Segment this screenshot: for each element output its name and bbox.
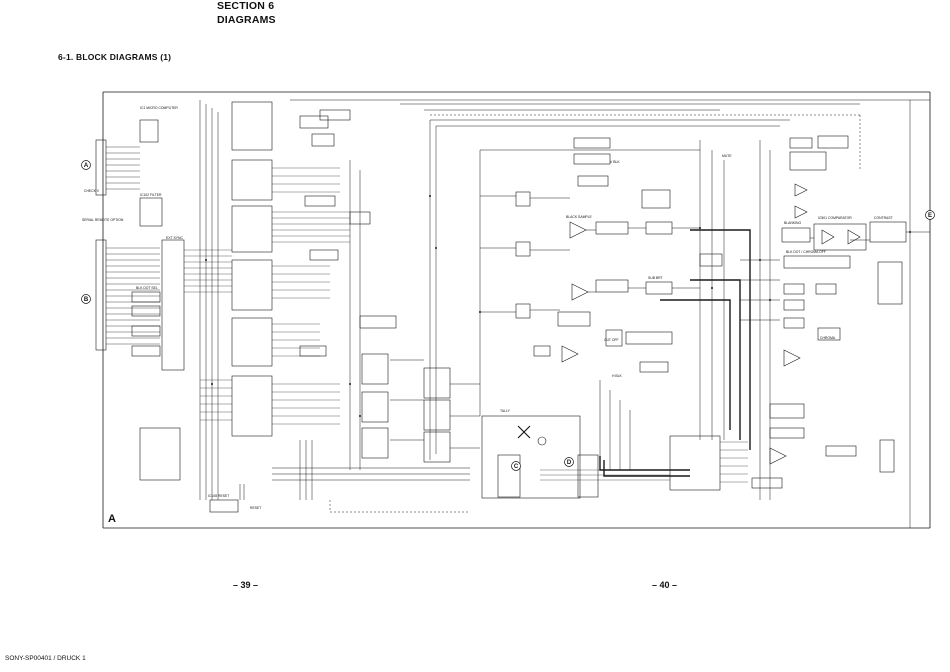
section-heading: SECTION 6 [217, 0, 275, 12]
diagram-label: TALLY [500, 409, 510, 413]
diagram-label: CHECK V [84, 189, 100, 193]
diagram-label: CUT OFF [604, 338, 619, 342]
connector-b-letter: B [84, 297, 89, 303]
connector-b-circle [81, 294, 91, 304]
diagram-label: IC501 COMPARATOR [818, 216, 852, 220]
connector-a-circle [81, 160, 91, 170]
connector-c-letter: C [514, 464, 519, 470]
print-footer: SONY-SP00401 / DRUCK 1 [5, 655, 86, 662]
connector-e-circle [925, 210, 935, 220]
diagram-label: IC1 MICRO COMPUTER [140, 106, 178, 110]
connector-c-circle [511, 461, 521, 471]
diagram-label: BLK DOT / CHROMA OFF [786, 250, 826, 254]
connector-d-circle [564, 457, 574, 467]
page-number-right: – 40 – [652, 580, 678, 590]
connector-d-letter: D [567, 460, 572, 466]
diagram-label: CHROMA [820, 336, 836, 340]
diagram-label: BLACK SAMPLE [566, 215, 592, 219]
block-diagram-subtitle: 6-1. BLOCK DIAGRAMS (1) [58, 52, 172, 62]
diagram-label: IC108 RESET [208, 494, 230, 498]
diagram-label: H BLK [612, 374, 622, 378]
diagram-label: SERIAL REMOTE OPTION [82, 218, 124, 222]
diagram-label: IC102 FILTER [140, 193, 162, 197]
diagrams-heading: DIAGRAMS [217, 14, 276, 26]
connector-e-letter: E [928, 213, 932, 219]
page-number-left: – 39 – [233, 580, 259, 590]
diagram-label: BLK DOT SEL [136, 286, 158, 290]
diagram-label: CONTRAST [874, 216, 893, 220]
connector-a-letter: A [84, 163, 89, 169]
diagram-label: MUTE [722, 154, 732, 158]
diagram-label: V BLK [610, 160, 620, 164]
diagram-label: BLANKING [784, 221, 802, 225]
diagram-corner-label: A [108, 513, 116, 525]
diagram-label: SUB BRT [648, 276, 663, 280]
diagram-label: RESET [250, 506, 262, 510]
diagram-label: EXT SYNC [166, 236, 183, 240]
